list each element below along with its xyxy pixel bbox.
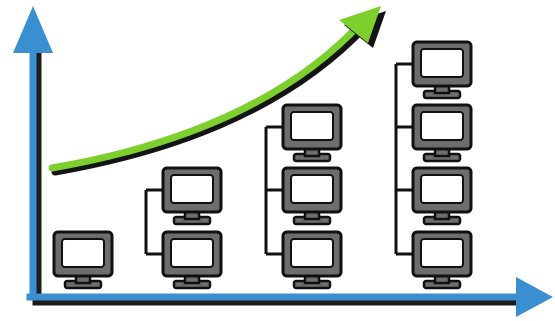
computer-monitor-icon — [161, 166, 223, 226]
computer-monitor-icon — [411, 166, 473, 226]
monitor-group-2 — [144, 166, 223, 290]
monitor-screen — [290, 111, 334, 141]
axes — [13, 6, 553, 317]
y-axis-arrowhead — [13, 6, 53, 53]
computer-monitor-icon — [161, 230, 223, 290]
trend-curve-shadow — [51, 22, 370, 176]
monitor-screen — [170, 238, 214, 268]
monitor-screen — [420, 48, 464, 78]
monitor-group-3 — [264, 103, 343, 290]
trend-arrowhead — [339, 6, 381, 43]
monitor-screen — [61, 238, 105, 268]
monitor-group-4 — [394, 40, 473, 290]
monitor-group-1 — [52, 230, 114, 290]
monitor-screen — [290, 174, 334, 204]
x-axis-arrowhead — [516, 277, 553, 317]
monitor-screen — [420, 174, 464, 204]
computer-monitor-icon — [281, 166, 343, 226]
computer-monitor-icon — [52, 230, 114, 290]
monitor-groups — [52, 40, 473, 290]
monitor-screen — [290, 238, 334, 268]
growth-arrow-icon — [48, 6, 386, 176]
computer-monitor-icon — [411, 230, 473, 290]
computer-monitor-icon — [281, 230, 343, 290]
monitor-screen — [420, 111, 464, 141]
computer-monitor-icon — [281, 103, 343, 163]
monitor-screen — [420, 238, 464, 268]
computer-monitor-icon — [411, 40, 473, 100]
monitor-screen — [170, 174, 214, 204]
trend-curve — [48, 18, 366, 172]
computer-monitor-icon — [411, 103, 473, 163]
